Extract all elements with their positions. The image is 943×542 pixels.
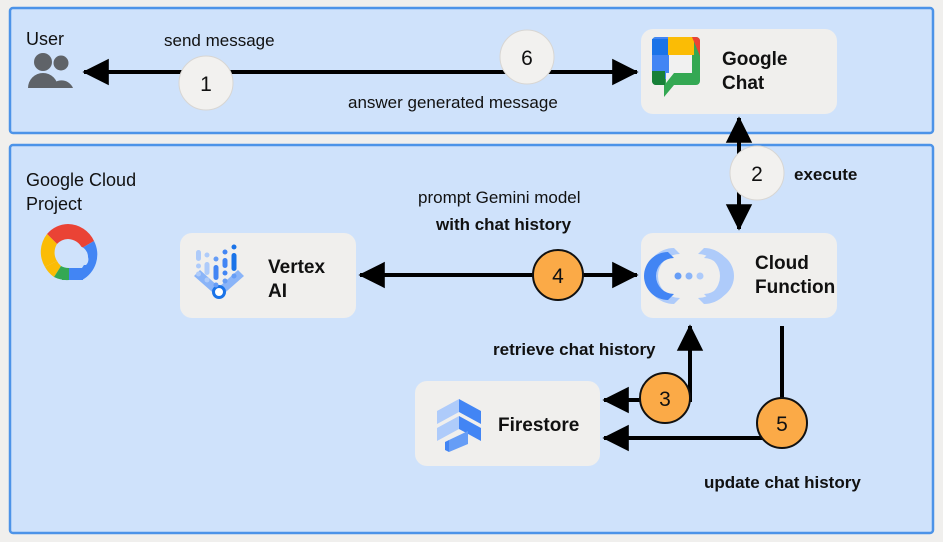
badge-step-4: 4 [532,249,584,301]
google-cloud-logo [40,224,98,281]
vertex-ai-icon [194,244,244,299]
label-execute: execute [794,165,857,184]
label-prompt-gemini-line2: with chat history [435,215,572,234]
node-cloud-function-label-line1: Cloud [755,253,809,274]
badge-step-3: 3 [639,372,691,424]
label-answer-generated-message: answer generated message [348,93,558,112]
people-icon [28,53,73,88]
node-cloud-function[interactable] [641,233,837,318]
badge-step-6: 6 [499,29,555,85]
badge-step-2: 2 [729,145,785,201]
node-firestore-label: Firestore [498,415,579,436]
label-retrieve-chat-history: retrieve chat history [493,340,656,359]
badge-step-2-number: 2 [751,163,763,186]
label-update-chat-history: update chat history [704,473,861,492]
node-vertex-ai-label-line1: Vertex [268,257,325,278]
label-send-message: send message [164,31,275,50]
badge-step-1: 1 [178,55,234,111]
google-chat-icon [652,37,700,97]
panel-gcp-title-line1: Google Cloud [26,170,136,190]
badge-step-1-number: 1 [200,73,212,96]
node-cloud-function-label-line2: Function [755,277,835,298]
badge-step-5-number: 5 [776,413,788,436]
badge-step-3-number: 3 [659,388,671,411]
panel-user-title: User [26,29,64,49]
panel-gcp-title-line2: Project [26,194,82,214]
badge-step-6-number: 6 [521,47,533,70]
label-prompt-gemini-line1: prompt Gemini model [418,188,581,207]
badge-step-5: 5 [756,397,808,449]
cloud-function-icon [644,248,734,304]
node-vertex-ai-label-line2: AI [268,281,287,302]
badge-step-4-number: 4 [552,265,564,288]
node-google-chat-label-line1: Google [722,49,787,70]
firestore-icon [437,399,481,452]
node-google-chat-label-line2: Chat [722,73,765,94]
